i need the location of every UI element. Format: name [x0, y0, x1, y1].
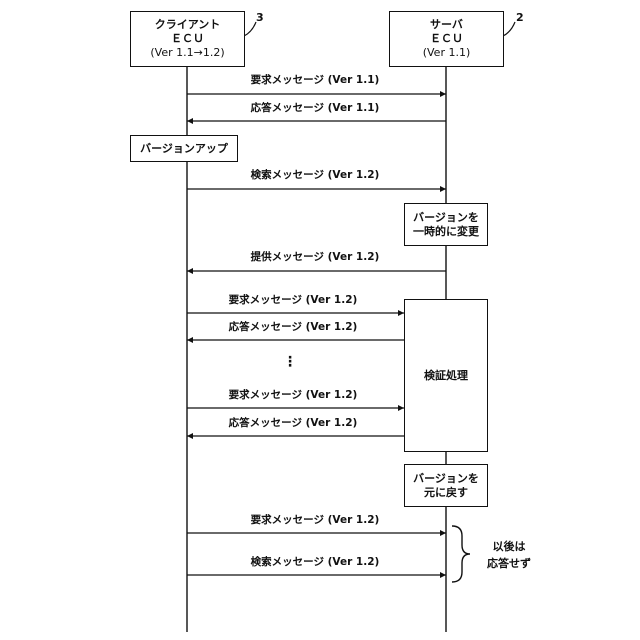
client-ecu-box: クライアント ＥＣＵ (Ver 1.1→1.2) — [130, 11, 245, 67]
revert-line1: バージョンを — [413, 472, 479, 486]
verification-box: 検証処理 — [404, 299, 488, 452]
client-ref-number: 3 — [256, 11, 264, 24]
client-ecu-version: (Ver 1.1→1.2) — [150, 46, 224, 60]
client-ref-leader — [244, 22, 256, 36]
client-ecu-name: クライアント — [155, 18, 221, 32]
revert-version-box: バージョンを 元に戻す — [404, 464, 488, 507]
label-response-v11: 応答メッセージ (Ver 1.1) — [230, 102, 400, 114]
server-ecu-box: サーバ ＥＣＵ (Ver 1.1) — [389, 11, 504, 67]
no-response-brace — [452, 526, 470, 582]
server-ecu-type: ＥＣＵ — [430, 32, 463, 46]
server-ecu-name: サーバ — [430, 18, 463, 32]
ellipsis: ⋮ — [280, 356, 300, 368]
temp-change-line1: バージョンを — [413, 211, 479, 225]
label-provide-v12: 提供メッセージ (Ver 1.2) — [230, 251, 400, 263]
label-response-v12-a: 応答メッセージ (Ver 1.2) — [208, 321, 378, 333]
no-response-note: 以後は 応答せず — [474, 538, 544, 572]
temp-change-box: バージョンを 一時的に変更 — [404, 203, 488, 246]
label-request-v11: 要求メッセージ (Ver 1.1) — [230, 74, 400, 86]
temp-change-line2: 一時的に変更 — [413, 225, 479, 239]
version-up-box: バージョンアップ — [130, 135, 238, 162]
label-search-v12: 検索メッセージ (Ver 1.2) — [230, 169, 400, 181]
label-search-v12-c: 検索メッセージ (Ver 1.2) — [230, 556, 400, 568]
server-ref-leader — [503, 22, 515, 36]
label-request-v12-b: 要求メッセージ (Ver 1.2) — [208, 389, 378, 401]
revert-line2: 元に戻す — [424, 486, 468, 500]
verification-label: 検証処理 — [424, 369, 468, 383]
server-ecu-version: (Ver 1.1) — [423, 46, 471, 60]
no-response-line2: 応答せず — [474, 555, 544, 572]
no-response-line1: 以後は — [474, 538, 544, 555]
server-ref-number: 2 — [516, 11, 524, 24]
label-request-v12-a: 要求メッセージ (Ver 1.2) — [208, 294, 378, 306]
label-response-v12-b: 応答メッセージ (Ver 1.2) — [208, 417, 378, 429]
version-up-label: バージョンアップ — [140, 142, 228, 156]
client-ecu-type: ＥＣＵ — [171, 32, 204, 46]
label-request-v12-c: 要求メッセージ (Ver 1.2) — [230, 514, 400, 526]
